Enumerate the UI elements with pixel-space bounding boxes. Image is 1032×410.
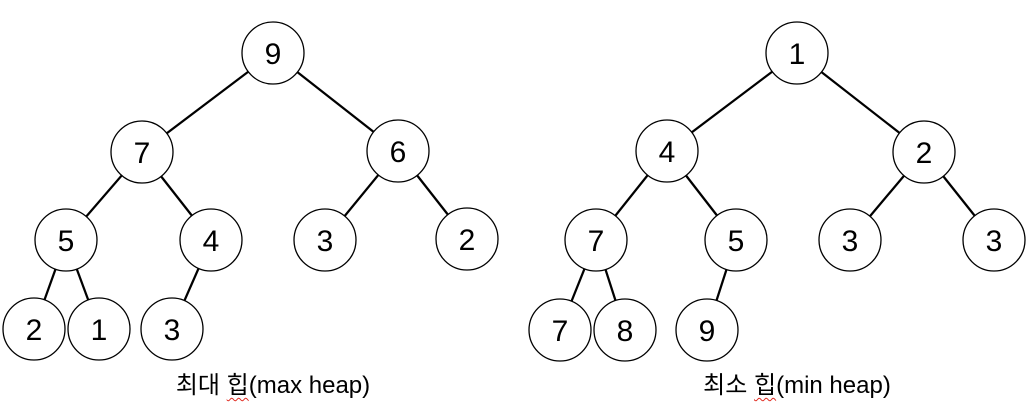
- tree-node-circle: [241, 21, 305, 85]
- node-value: 5: [728, 225, 745, 258]
- tree-node-circle: [675, 298, 739, 362]
- caption-min-korean-prefix: 최소: [703, 372, 754, 399]
- tree-node-circle: [34, 208, 98, 272]
- tree-node-circle: [635, 119, 699, 183]
- node-value: 9: [265, 38, 282, 71]
- node-value: 7: [588, 225, 605, 258]
- node-value: 2: [916, 137, 933, 170]
- tree-node-circle: [962, 208, 1026, 272]
- caption-max-korean-prefix: 최대: [175, 372, 227, 399]
- tree-node-circle: [564, 208, 628, 272]
- tree-node-circle: [704, 208, 768, 272]
- tree-node-circle: [2, 297, 66, 361]
- node-value: 4: [203, 225, 220, 258]
- tree-node-circle: [179, 208, 243, 272]
- max-heap-tree: 9 7 6 5 4 3 2 2 1 3: [2, 21, 499, 361]
- tree-node-circle: [293, 208, 357, 272]
- caption-min-heap: 최소 힙(min heap): [597, 372, 997, 400]
- caption-max-latin: (max heap): [248, 372, 371, 399]
- node-value: 3: [164, 314, 181, 347]
- node-value: 2: [459, 224, 476, 257]
- tree-node-circle: [818, 208, 882, 272]
- node-value: 4: [659, 136, 676, 169]
- tree-node-circle: [435, 207, 499, 271]
- tree-node-circle: [528, 298, 592, 362]
- tree-node-circle: [765, 21, 829, 85]
- node-value: 1: [789, 38, 806, 71]
- caption-min-heap-word: 힙: [754, 372, 777, 399]
- tree-node-circle: [892, 120, 956, 184]
- node-value: 5: [58, 225, 75, 258]
- tree-node-circle: [593, 298, 657, 362]
- node-value: 3: [842, 225, 859, 258]
- caption-max-heap: 최대 힙(max heap): [73, 372, 473, 400]
- node-value: 7: [552, 315, 569, 348]
- caption-max-heap-word: 힙: [226, 372, 249, 399]
- node-value: 1: [91, 314, 108, 347]
- node-value: 6: [390, 136, 407, 169]
- tree-node-circle: [67, 297, 131, 361]
- tree-node-circle: [366, 119, 430, 183]
- node-value: 3: [317, 225, 334, 258]
- node-value: 2: [26, 314, 43, 347]
- tree-node-circle: [110, 120, 174, 184]
- node-value: 7: [134, 137, 151, 170]
- node-value: 3: [986, 225, 1003, 258]
- min-heap-tree: 1 4 2 7 5 3 3 7 8 9: [528, 21, 1026, 362]
- tree-node-circle: [140, 297, 204, 361]
- caption-min-latin: (min heap): [776, 372, 891, 399]
- node-value: 8: [617, 315, 634, 348]
- node-value: 9: [699, 315, 716, 348]
